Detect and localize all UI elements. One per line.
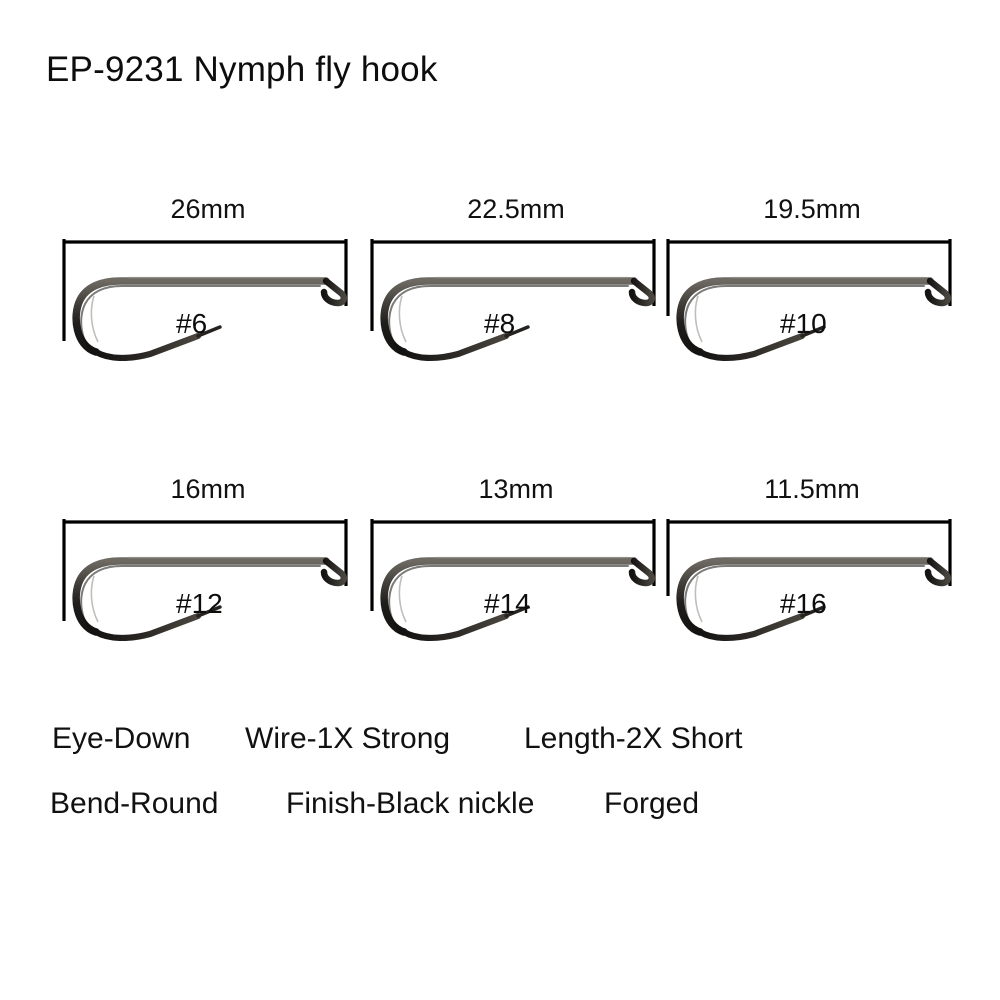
hook-row-bottom: 16mm #12 13mm bbox=[0, 474, 1000, 686]
hook-diagram bbox=[370, 239, 656, 361]
hook-body bbox=[676, 556, 952, 641]
hook-item-12: 16mm #12 bbox=[58, 474, 358, 686]
hook-body bbox=[72, 276, 348, 361]
spec-wire: Wire-1X Strong bbox=[245, 722, 451, 755]
hook-item-14: 13mm #14 bbox=[366, 474, 666, 686]
hook-diagram bbox=[666, 239, 952, 361]
hook-diagram bbox=[666, 519, 952, 641]
dimension-line bbox=[62, 239, 348, 341]
spec-length: Length-2X Short bbox=[524, 722, 743, 755]
hook-item-10: 19.5mm #10 bbox=[662, 194, 962, 406]
page-title: EP-9231 Nymph fly hook bbox=[46, 50, 438, 89]
hook-item-8: 22.5mm #8 bbox=[366, 194, 666, 406]
dimension-line bbox=[62, 519, 348, 621]
hook-body bbox=[380, 276, 656, 361]
hook-body bbox=[380, 556, 656, 641]
spec-line-secondary: Bend-Round Finish-Black nickle Forged bbox=[0, 787, 1000, 833]
hook-item-16: 11.5mm #16 bbox=[662, 474, 962, 686]
spec-forged: Forged bbox=[604, 787, 700, 820]
spec-line-primary: Eye-Down Wire-1X Strong Length-2X Short bbox=[0, 722, 1000, 768]
hook-diagram bbox=[62, 519, 348, 641]
hook-body bbox=[676, 276, 952, 361]
spec-bend: Bend-Round bbox=[50, 787, 219, 820]
hook-diagram bbox=[62, 239, 348, 361]
spec-eye: Eye-Down bbox=[52, 722, 191, 755]
hook-body bbox=[72, 556, 348, 641]
spec-finish: Finish-Black nickle bbox=[286, 787, 535, 820]
hook-item-6: 26mm #6 bbox=[58, 194, 358, 406]
hook-diagram bbox=[370, 519, 656, 641]
hook-row-top: 26mm #6 22.5mm bbox=[0, 194, 1000, 406]
